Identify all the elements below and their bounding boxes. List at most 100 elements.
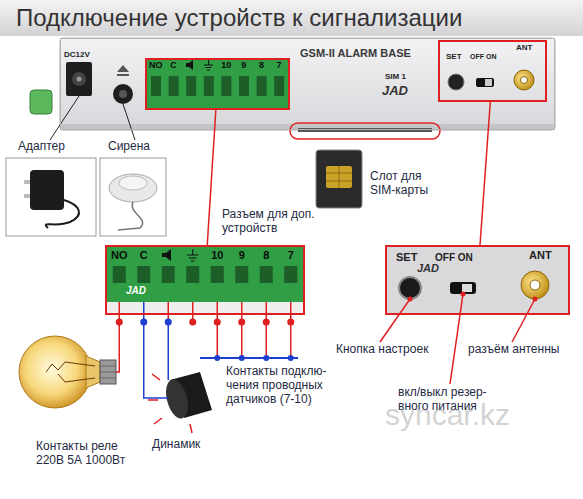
callout-label: SIM 1 bbox=[385, 72, 425, 81]
node-text: SET bbox=[446, 52, 462, 61]
antenna-connector bbox=[514, 70, 534, 90]
adapter-cord bbox=[46, 200, 79, 228]
diagram-title: Подключение устройств к сигнализации bbox=[16, 4, 576, 32]
leader-line bbox=[123, 104, 135, 140]
ground-symbol bbox=[187, 249, 199, 261]
antenna-pin bbox=[521, 77, 528, 84]
node-text: C bbox=[132, 249, 157, 262]
leader-line bbox=[50, 96, 79, 140]
set-button bbox=[448, 74, 464, 90]
terminal-hole bbox=[151, 76, 161, 96]
terminal-block-zoom: NOC10987 bbox=[105, 245, 305, 315]
connector-line bbox=[480, 102, 490, 245]
siren-jack-hole bbox=[119, 90, 127, 98]
leader-line bbox=[450, 294, 463, 384]
bus-dot bbox=[239, 355, 245, 361]
siren-disc bbox=[109, 174, 157, 202]
terminal-hole bbox=[186, 76, 196, 96]
speaker-mouth bbox=[162, 377, 192, 421]
control-panel-zoom: SETOFF ONANT bbox=[385, 245, 570, 315]
dc-jack-pin bbox=[77, 77, 82, 82]
switch-knob bbox=[462, 284, 472, 292]
leader-dot bbox=[533, 297, 538, 302]
siren-icon-bar bbox=[117, 74, 129, 76]
node-text: ANT bbox=[516, 43, 532, 52]
speaker-wire bbox=[168, 322, 170, 380]
node-text: SET bbox=[396, 251, 417, 264]
antenna-pin bbox=[530, 280, 540, 290]
node-text: GSM-II ALARM BASE bbox=[300, 47, 411, 60]
siren-jack bbox=[113, 84, 133, 104]
leader-dot bbox=[408, 297, 413, 302]
speaker-symbol bbox=[162, 249, 171, 261]
device-body bbox=[60, 38, 555, 130]
terminal-dot bbox=[140, 319, 147, 326]
speaker-symbol bbox=[186, 60, 193, 70]
leader-dot bbox=[461, 292, 466, 297]
node-text: 8 bbox=[254, 249, 279, 262]
bus-dot bbox=[263, 355, 269, 361]
terminal-block: NOC10987 bbox=[145, 58, 290, 110]
node-text: 7 bbox=[279, 249, 304, 262]
dc-jack-hole bbox=[72, 72, 86, 86]
adapter-prong bbox=[24, 180, 30, 184]
control-panel-face bbox=[387, 247, 568, 313]
terminal-dot bbox=[263, 319, 270, 326]
terminal-hole bbox=[204, 76, 214, 96]
terminal-hole bbox=[221, 76, 231, 96]
sticker bbox=[30, 90, 52, 114]
node-text: 8 bbox=[253, 60, 271, 70]
dc-jack bbox=[66, 62, 92, 96]
bulb-neck bbox=[86, 356, 100, 388]
switch-knob bbox=[485, 79, 492, 86]
bulb-glass bbox=[19, 336, 91, 408]
terminal-hole bbox=[235, 266, 248, 283]
device-panel: GSM-II ALARM BASE NOC10987 SET OFF ON ANT bbox=[60, 38, 555, 130]
callout-label: Контакты подклю- чения проводных датчико… bbox=[226, 365, 341, 406]
terminal-dot bbox=[238, 319, 245, 326]
adapter-body bbox=[30, 170, 64, 210]
node-text: ANT bbox=[529, 249, 552, 262]
callout-label: JAD bbox=[382, 84, 422, 99]
set-button bbox=[399, 277, 421, 299]
bulb-thread bbox=[100, 366, 116, 378]
node-text: C bbox=[165, 60, 183, 70]
sim-slot bbox=[298, 128, 432, 132]
leader-line bbox=[512, 299, 535, 342]
terminal-hole bbox=[162, 266, 175, 283]
bus-dot bbox=[214, 355, 220, 361]
callout-label: разъём антенны bbox=[468, 343, 578, 357]
siren-icon bbox=[117, 65, 129, 72]
terminal-hole bbox=[260, 266, 273, 283]
sim-chip-lines bbox=[326, 166, 352, 188]
speaker-wire bbox=[144, 322, 168, 398]
node-text: OFF ON bbox=[470, 53, 496, 61]
sim-slot-outline bbox=[290, 123, 440, 139]
node-text: 9 bbox=[235, 60, 253, 70]
callout-label: Динамик bbox=[152, 438, 222, 452]
terminal-hole bbox=[284, 266, 297, 283]
terminal-dot bbox=[287, 319, 294, 326]
terminal-base bbox=[107, 302, 303, 313]
bus-dot bbox=[288, 355, 294, 361]
bulb-base bbox=[100, 360, 116, 384]
terminal-hole bbox=[211, 266, 224, 283]
callout-label: Слот для SIM-карты bbox=[370, 170, 445, 198]
connector-line bbox=[207, 110, 216, 245]
watermark: syncar.kz bbox=[385, 398, 575, 433]
adapter-prong bbox=[24, 194, 30, 198]
callout-label: Адаптер bbox=[18, 140, 98, 154]
terminal-dot bbox=[165, 319, 172, 326]
siren-top bbox=[119, 176, 147, 190]
callout-label: Контакты реле 220В 5А 1000Вт bbox=[36, 440, 136, 468]
callout-label: Сирена bbox=[108, 140, 178, 154]
terminal-dot bbox=[116, 319, 123, 326]
terminal-hole bbox=[137, 266, 150, 283]
terminal-hole bbox=[113, 266, 126, 283]
callout-label: DC12V bbox=[64, 50, 104, 59]
callout-label: Разъем для доп. устройств bbox=[222, 208, 318, 236]
node-text: 10 bbox=[205, 249, 230, 262]
terminal-dot bbox=[214, 319, 221, 326]
